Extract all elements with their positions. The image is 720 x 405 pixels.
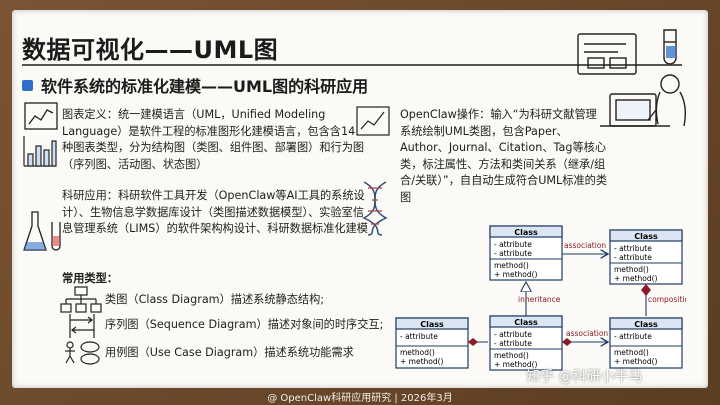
svg-text:Class: Class <box>420 320 444 329</box>
svg-text:+ method(): + method() <box>614 357 658 366</box>
use-case-diagram-icon <box>65 341 100 365</box>
application-text: 科研应用：科研软件工具开发（OpenClaw等AI工具的系统设计）、生物信息学数… <box>62 189 368 235</box>
line-chart-icon <box>24 102 58 130</box>
composition-label: composition <box>648 295 686 304</box>
svg-text:Class: Class <box>514 228 538 237</box>
svg-text:+ method(): + method() <box>400 357 444 366</box>
scientist-laptop-icon <box>577 29 687 127</box>
svg-text:- attribute: - attribute <box>494 339 532 348</box>
svg-text:Class: Class <box>514 318 538 327</box>
footer-credit: @ OpenClaw科研应用研究 | 2026年3月 <box>267 393 453 404</box>
svg-text:- attribute: - attribute <box>494 240 532 249</box>
sequence-diagram-icon <box>69 314 95 338</box>
bullet-square-icon <box>22 79 33 91</box>
uml-class-bottom-center: Class - attribute - attribute method() +… <box>489 315 563 371</box>
svg-text:Class: Class <box>634 320 658 329</box>
svg-text:Class: Class <box>634 232 658 241</box>
association-label-top: association <box>564 241 606 250</box>
inheritance-label: inheritance <box>518 295 561 304</box>
section-subtitle: 软件系统的标准化建模——UML图的科研应用 <box>41 77 369 96</box>
svg-text:- attribute: - attribute <box>614 244 652 253</box>
flask-icon <box>23 211 61 251</box>
uml-class-top-center: Class - attribute - attribute method() +… <box>489 225 563 281</box>
flowchart-icon <box>60 286 102 313</box>
definition-text: 图表定义：统一建模语言（UML，Unified Modeling Languag… <box>62 108 365 171</box>
association-label-bottom: association <box>566 329 608 338</box>
bar-chart-icon <box>23 136 57 167</box>
type-item-class-diagram: 类图（Class Diagram）描述系统静态结构; <box>105 293 325 306</box>
type-item-use-case-diagram: 用例图（Use Case Diagram）描述系统功能需求 <box>105 346 354 359</box>
type-item-sequence-diagram: 序列图（Sequence Diagram）描述对象间的时序交互; <box>105 318 384 331</box>
svg-text:- attribute: - attribute <box>614 253 652 262</box>
svg-text:- attribute: - attribute <box>614 332 652 341</box>
title-divider <box>22 64 682 66</box>
whiteboard <box>12 10 708 388</box>
svg-text:method(): method() <box>614 265 649 274</box>
uml-class-diagram: Class - attribute - attribute method() +… <box>395 225 686 371</box>
page-title: 数据可视化——UML图 <box>22 36 279 64</box>
svg-text:method(): method() <box>400 348 435 357</box>
svg-text:+ method(): + method() <box>614 274 658 283</box>
svg-text:method(): method() <box>494 261 529 270</box>
svg-text:- attribute: - attribute <box>400 332 438 341</box>
watermark: 知乎 @科研小牛马 <box>526 369 643 385</box>
operation-text: OpenClaw操作：输入“为科研文献管理系统绘制UML类图，包含Paper、A… <box>400 108 608 204</box>
common-types-heading: 常用类型： <box>62 272 118 285</box>
svg-text:method(): method() <box>614 348 649 357</box>
uml-class-top-right: Class - attribute - attribute method() +… <box>609 229 683 285</box>
uml-class-bottom-left: Class - attribute method() + method() <box>395 317 469 369</box>
trend-chart-icon <box>356 106 390 136</box>
svg-text:+ method(): + method() <box>494 360 538 369</box>
uml-class-bottom-right: Class - attribute method() + method() <box>609 317 683 369</box>
svg-text:method(): method() <box>494 351 529 360</box>
svg-text:- attribute: - attribute <box>494 249 532 258</box>
svg-text:+ method(): + method() <box>494 270 538 279</box>
svg-text:- attribute: - attribute <box>494 330 532 339</box>
section-heading: 软件系统的标准化建模——UML图的科研应用 <box>22 73 368 97</box>
dna-icon <box>362 181 388 236</box>
